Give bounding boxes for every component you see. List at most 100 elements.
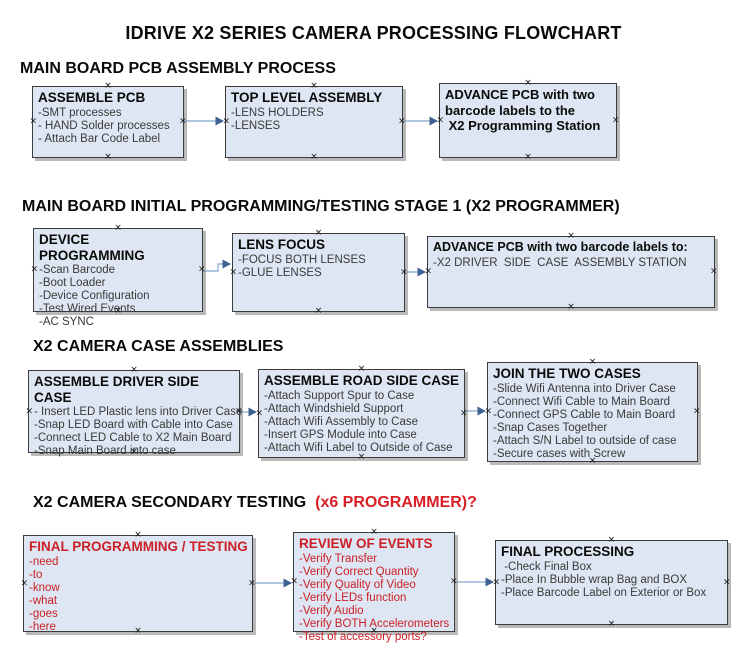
connection-handle-icon: × [314, 306, 323, 316]
page-title: IDRIVE X2 SERIES CAMERA PROCESSING FLOWC… [125, 23, 622, 43]
flow-box-title: TOP LEVEL ASSEMBLY [231, 90, 383, 105]
flow-box-step: -GLUE LENSES [238, 266, 322, 279]
flow-box-assemble-pcb: ASSEMBLE PCB -SMT processes - HAND Solde… [29, 82, 187, 162]
section-header-secondary-testing: X2 CAMERA SECONDARY TESTING (x6 PROGRAMM… [33, 494, 477, 512]
flow-box-step: -FOCUS BOTH LENSES [238, 253, 366, 266]
connection-handle-icon: × [178, 116, 187, 127]
flow-box-step: -Attach S/N Label to outside of case [493, 434, 677, 447]
flow-box-title: LENS FOCUS [238, 237, 326, 252]
flow-box-step: -Test of accessory ports? [299, 630, 427, 643]
flow-box-step: -Snap LED Board with Cable into Case [34, 419, 233, 431]
flow-connector-arrow [203, 259, 231, 272]
connection-handle-icon: × [310, 152, 318, 162]
flow-box-title: FINAL PROCESSING [501, 544, 635, 559]
flow-box-step: -Connect GPS Cable to Main Board [493, 408, 676, 421]
connection-handle-icon: × [229, 267, 238, 277]
flow-box-step: -Test Wired Events [39, 303, 136, 315]
flow-box-final-processing: FINAL PROCESSING -Check Final Box -Place… [492, 536, 731, 629]
flow-box-step: -Attach Wifi Assembly to Case [264, 415, 419, 428]
connection-handle-icon: × [692, 406, 701, 417]
flow-box-step: -Check Final Box [501, 560, 592, 573]
flow-box-title: ASSEMBLE PCB [38, 90, 146, 105]
section-header-case-assemblies: X2 CAMERA CASE ASSEMBLIES [33, 338, 284, 355]
flow-box-step: -Verify LEDs function [299, 591, 407, 604]
flow-box-step: -Snap Cases Together [493, 421, 608, 434]
flow-box-title: FINAL PROGRAMMING / TESTING [29, 539, 248, 554]
connection-handle-icon: × [424, 266, 433, 277]
flow-box-step: - HAND Solder processes [38, 119, 170, 132]
flow-box-advance-pcb-case-assembly: ADVANCE PCB with two barcode labels to: … [424, 232, 718, 312]
connection-handle-icon: × [290, 576, 299, 587]
section-header-red-part: (x6 PROGRAMMER)? [315, 494, 477, 511]
flow-box-step: -AC SYNC [39, 316, 94, 328]
flow-box-step: -Insert GPS Module into Case [264, 428, 417, 441]
flow-box-step: -need [29, 555, 59, 568]
flow-box-step: -Verify Transfer [299, 552, 377, 565]
connection-handle-icon: × [197, 264, 206, 275]
connection-handle-icon: × [607, 619, 616, 629]
flow-box-step: -Scan Barcode [39, 264, 116, 276]
section-header-black-part: X2 CAMERA SECONDARY TESTING [33, 494, 316, 511]
connection-handle-icon: × [25, 406, 34, 416]
flow-box-step: -Connect LED Cable to X2 Main Board [34, 432, 232, 444]
connection-handle-icon: × [449, 576, 458, 587]
flow-box-join-the-two-cases: JOIN THE TWO CASES -Slide Wifi Antenna i… [484, 358, 701, 466]
connection-handle-icon: × [484, 406, 493, 417]
connection-handle-icon: × [104, 152, 112, 162]
flow-box-step: -Attach Wifi Label to Outside of Case [264, 441, 453, 454]
flow-box-title: REVIEW OF EVENTS [299, 536, 433, 551]
flow-box-step: -Verify Quality of Video [299, 578, 416, 591]
connection-handle-icon: × [459, 408, 468, 418]
connection-handle-icon: × [222, 116, 231, 127]
connection-handle-icon: × [397, 116, 406, 127]
flow-box-lens-focus: LENS FOCUS -FOCUS BOTH LENSES -GLUE LENS… [229, 229, 408, 316]
flow-box-top-level-assembly: TOP LEVEL ASSEMBLY -LENS HOLDERS -LENSES… [222, 82, 406, 162]
flow-box-title: ASSEMBLE DRIVER SIDE CASE [34, 374, 203, 405]
connection-handle-icon: × [567, 302, 575, 312]
flow-box-step: -Attach Windshield Support [264, 402, 404, 415]
flow-box-title: ADVANCE PCB with two barcode labels to: [433, 240, 688, 254]
flow-box-step: -goes [29, 607, 58, 620]
connection-handle-icon: × [399, 267, 408, 277]
connection-handle-icon: × [255, 408, 264, 418]
flow-box-assemble-driver-side-case: ASSEMBLE DRIVER SIDE CASE - Insert LED P… [25, 366, 243, 458]
connection-handle-icon: × [492, 577, 501, 587]
flow-box-step: -know [29, 581, 60, 594]
flow-box-step: -here [29, 620, 56, 633]
connection-handle-icon: × [722, 577, 731, 587]
connection-handle-icon: × [30, 264, 39, 275]
flow-box-step: -to [29, 568, 43, 581]
flow-box-step: -Boot Loader [39, 277, 106, 289]
flow-box-step: - Attach Bar Code Label [38, 132, 161, 145]
flow-box-step: -Connect Wifi Cable to Main Board [493, 395, 671, 408]
flow-box-step: -Snap Main Board into case [34, 445, 176, 457]
connection-handle-icon: × [611, 115, 620, 125]
flow-box-step: -Secure cases with Screw [493, 447, 626, 460]
flow-box-review-of-events: REVIEW OF EVENTS -Verify Transfer -Verif… [290, 528, 458, 643]
connection-handle-icon: × [524, 152, 532, 162]
flow-box-step: -Verify BOTH Accelerometers [299, 617, 450, 630]
flow-box-title: JOIN THE TWO CASES [493, 366, 641, 381]
connection-handle-icon: × [247, 578, 256, 588]
flow-box-assemble-road-side-case: ASSEMBLE ROAD SIDE CASE -Attach Support … [255, 365, 468, 462]
flow-box-step: -Verify Correct Quantity [299, 565, 419, 578]
flow-box-step: -Place In Bubble wrap Bag and BOX [501, 573, 688, 586]
connection-handle-icon: × [436, 115, 445, 125]
flow-box-step: -Slide Wifi Antenna into Driver Case [493, 382, 676, 395]
flow-box-step: -SMT processes [38, 106, 122, 119]
connection-handle-icon: × [709, 266, 718, 277]
flow-box-final-programming-testing: FINAL PROGRAMMING / TESTING -need -to -k… [21, 531, 256, 636]
flow-box-step: - Insert LED Plastic lens into Driver Ca… [34, 406, 243, 418]
section-header-initial-programming: MAIN BOARD INITIAL PROGRAMMING/TESTING S… [22, 198, 620, 215]
flow-box-step: -Attach Support Spur to Case [264, 389, 415, 402]
section-header-pcb-assembly: MAIN BOARD PCB ASSEMBLY PROCESS [20, 60, 336, 77]
flow-box-title: ADVANCE PCB with two barcode labels to t… [445, 87, 601, 133]
connection-handle-icon: × [29, 116, 38, 127]
flow-box-step: -LENSES [231, 119, 281, 132]
flow-box-title: DEVICE PROGRAMMING [39, 232, 145, 263]
flow-box-step: -LENS HOLDERS [231, 106, 324, 119]
flow-box-step: -Device Configuration [39, 290, 150, 302]
flow-box-step: -Place Barcode Label on Exterior or Box [501, 586, 707, 599]
flow-box-step: -X2 DRIVER SIDE CASE ASSEMBLY STATION [433, 256, 687, 269]
